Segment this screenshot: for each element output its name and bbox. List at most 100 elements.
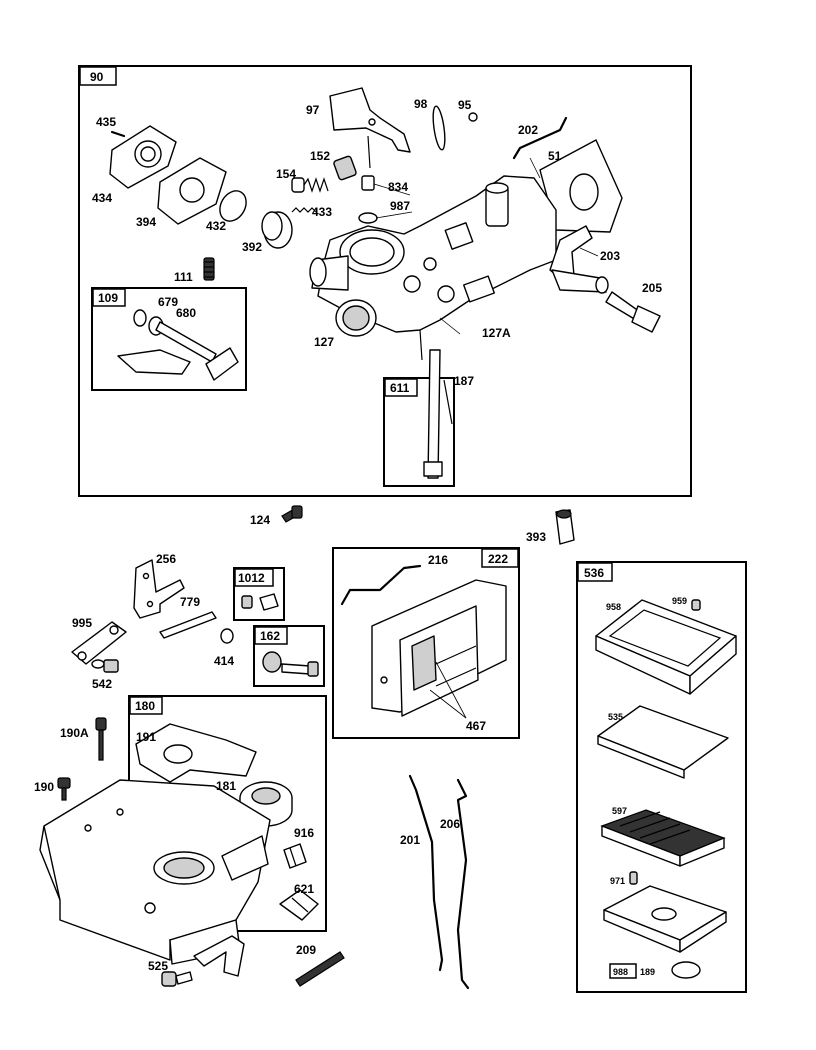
governor-link-201	[408, 774, 444, 972]
part-542-label: 542	[92, 677, 112, 691]
part-394-label: 394	[136, 215, 156, 229]
part-187-label: 187	[454, 374, 474, 388]
throttle-bracket-part	[329, 87, 411, 169]
part-958-label: 958	[606, 602, 621, 612]
part-432-label: 432	[206, 219, 226, 233]
part-97-label: 97	[306, 103, 320, 117]
part-971-label: 971	[610, 876, 625, 886]
screw-959-part	[691, 599, 701, 611]
mounting-screw-205	[605, 291, 661, 333]
part-679-label: 679	[158, 295, 178, 309]
gasket-189-part	[671, 961, 701, 979]
group-611-tag	[384, 378, 418, 397]
part-995-label: 995	[72, 616, 92, 630]
part-435-label: 435	[96, 115, 116, 129]
part-205-label: 205	[642, 281, 662, 295]
carburetor-gasket-51	[539, 139, 623, 233]
throttle-link-202	[512, 116, 568, 160]
part-98-label: 98	[414, 97, 428, 111]
group-222-tag	[481, 548, 519, 568]
screw-971-part	[629, 871, 638, 885]
clip-621-part	[279, 889, 319, 921]
pump-cover-part	[109, 125, 177, 189]
part-202-label: 202	[518, 123, 538, 137]
part-916-label: 916	[294, 826, 314, 840]
filter-cover-958	[595, 599, 737, 695]
part-414-label: 414	[214, 654, 234, 668]
spring-433-part	[291, 207, 317, 213]
part-392-label: 392	[242, 240, 262, 254]
part-127-label: 127	[314, 335, 334, 349]
part-209-label: 209	[296, 943, 316, 957]
part-127a-label: 127A	[482, 326, 511, 340]
throttle-disc-part	[432, 105, 446, 151]
filter-cartridge-597	[600, 809, 726, 867]
part-124-label: 124	[250, 513, 270, 527]
washer-414-part	[220, 628, 234, 644]
group-162-label: 162	[260, 629, 280, 643]
washer-987-part	[358, 212, 378, 224]
part-433-label: 433	[312, 205, 332, 219]
mixture-needle-part	[291, 155, 357, 193]
governor-bracket-256	[133, 559, 185, 619]
group-988-label: 988	[613, 967, 628, 977]
part-525-label: 525	[148, 959, 168, 973]
tank-bracket-191	[135, 723, 257, 783]
part-959-label: 959	[672, 596, 687, 606]
air-cleaner-base-part	[340, 564, 507, 719]
group-536-frame	[576, 561, 747, 993]
gasket-ring-432	[219, 190, 247, 222]
fuel-pickup-shaft-187	[423, 349, 453, 479]
fitting-393-part	[555, 509, 575, 545]
screw-124-part	[281, 505, 303, 523]
sleeve-392-part	[261, 211, 293, 249]
part-206-label: 206	[440, 817, 460, 831]
part-154-label: 154	[276, 167, 296, 181]
part-181-label: 181	[216, 779, 236, 793]
part-467-label: 467	[466, 719, 486, 733]
part-190a-label: 190A	[60, 726, 89, 740]
part-680-label: 680	[176, 306, 196, 320]
screw-190a-part	[95, 717, 107, 761]
group-109-label: 109	[98, 291, 118, 305]
group-536-tag	[577, 562, 613, 582]
part-111-label: 111	[174, 270, 193, 284]
throttle-lever-203	[549, 225, 609, 294]
part-189-label: 189	[640, 967, 655, 977]
choke-shaft-part	[117, 309, 239, 381]
clip-1012-part	[241, 593, 279, 611]
part-152-label: 152	[310, 149, 330, 163]
group-162-frame	[253, 625, 325, 687]
group-180-tag	[129, 696, 163, 715]
group-1012-label: 1012	[238, 571, 265, 585]
part-190-label: 190	[34, 780, 54, 794]
group-222-frame	[332, 547, 520, 739]
part-434-label: 434	[92, 191, 112, 205]
fuel-tank-part	[39, 779, 271, 965]
part-95-label: 95	[458, 98, 472, 112]
group-1012-tag	[234, 568, 274, 587]
part-256-label: 256	[156, 552, 176, 566]
group-109-tag	[92, 288, 126, 307]
bushing-162-part	[262, 651, 319, 677]
group-109-frame	[91, 287, 247, 391]
spring-209-part	[295, 951, 345, 987]
group-162-tag	[254, 626, 288, 645]
part-393-label: 393	[526, 530, 546, 544]
part-51-label: 51	[548, 149, 562, 163]
part-834-label: 834	[388, 180, 408, 194]
part-535-label: 535	[608, 712, 623, 722]
governor-link-779	[159, 611, 217, 639]
group-611-frame	[383, 377, 455, 487]
pump-diaphragm-part	[157, 157, 227, 225]
part-621-label: 621	[294, 882, 314, 896]
group-180-label: 180	[135, 699, 155, 713]
part-779-label: 779	[180, 595, 200, 609]
screw-542-part	[91, 659, 119, 673]
group-222-label: 222	[488, 552, 508, 566]
screw-190-part	[57, 777, 71, 801]
throttle-link-206	[456, 778, 470, 990]
screw-525-part	[161, 971, 193, 987]
spring-111-part	[203, 257, 215, 281]
